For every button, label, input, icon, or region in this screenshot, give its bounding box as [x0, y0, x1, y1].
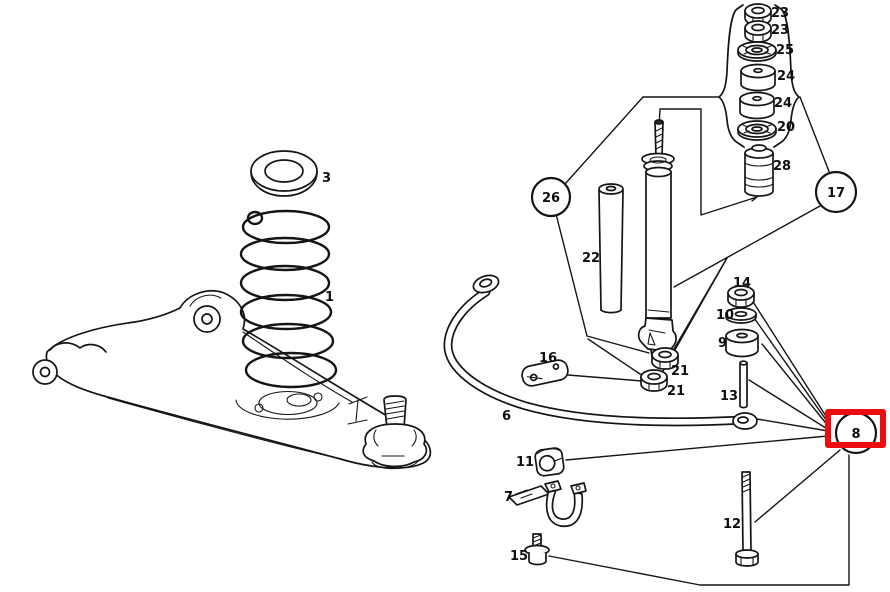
part-number-labels: 3 1 23 23 25 24 24 20 28 22 21 21 14 10 9 13 16 6 11 7 15 12 — [322, 6, 795, 564]
shock-absorber — [639, 120, 676, 356]
rubber-bushing-9 — [726, 330, 758, 357]
part-label-20: 20 — [777, 120, 795, 135]
part-reference-circles: 26 17 8 — [532, 172, 876, 453]
highlight-box — [828, 412, 883, 445]
washer-25 — [737, 41, 777, 62]
bump-stop-28 — [745, 145, 773, 196]
part-label-3: 3 — [322, 171, 331, 186]
ball-joint — [363, 396, 426, 469]
part-label-12: 12 — [723, 517, 741, 532]
part-ref-circle-26[interactable] — [532, 178, 570, 216]
part-ref-circle-17[interactable] — [816, 172, 856, 212]
alignment-mark — [348, 397, 367, 424]
nut-23-second — [744, 20, 772, 43]
washer-10 — [726, 308, 756, 323]
part-ref-number-26: 26 — [542, 191, 560, 206]
rubber-bushing-24-upper — [740, 63, 776, 92]
part-label-16: 16 — [539, 351, 557, 366]
part-label-21: 21 — [667, 384, 685, 399]
rubber-bushing-24-lower — [739, 91, 775, 120]
spacer-sleeve-13 — [740, 361, 747, 407]
stabilizer-bushing-11 — [534, 447, 564, 477]
part-label-22: 22 — [582, 251, 600, 266]
bolt-15 — [525, 534, 549, 565]
part-label-11: 11 — [516, 455, 534, 470]
part-label-13: 13 — [720, 389, 738, 404]
part-label-6: 6 — [502, 409, 511, 424]
control-arm — [33, 291, 430, 468]
part-label-24: 24 — [777, 69, 795, 84]
nut-21-lower — [640, 369, 668, 392]
spring-pad — [251, 151, 317, 196]
part-ref-bubble-17[interactable]: 17 — [816, 172, 856, 212]
part-label-23: 23 — [771, 23, 789, 38]
washer-20 — [737, 120, 777, 141]
leader-lines — [549, 97, 849, 585]
part-label-21: 21 — [671, 364, 689, 379]
stabilizer-bar — [448, 272, 757, 429]
bolt-12 — [736, 472, 758, 566]
part-ref-number-8: 8 — [851, 427, 860, 442]
mount-stack-bracket — [719, 5, 799, 147]
part-label-28: 28 — [773, 159, 791, 174]
coil-spring — [241, 211, 336, 387]
part-ref-number-17: 17 — [827, 186, 845, 201]
bracket-plate-16 — [520, 358, 569, 387]
strut-cartridge-22 — [599, 184, 623, 313]
part-label-24: 24 — [774, 96, 792, 111]
part-label-25: 25 — [776, 43, 794, 58]
part-label-23: 23 — [771, 6, 789, 21]
part-label-1: 1 — [325, 290, 334, 305]
part-label-9: 9 — [718, 336, 727, 351]
clamp-bracket-7 — [509, 481, 586, 526]
part-label-7: 7 — [504, 490, 513, 505]
part-label-15: 15 — [510, 549, 528, 564]
part-ref-bubble-26[interactable]: 26 — [532, 178, 570, 216]
part-label-10: 10 — [716, 308, 734, 323]
part-label-14: 14 — [733, 276, 751, 291]
